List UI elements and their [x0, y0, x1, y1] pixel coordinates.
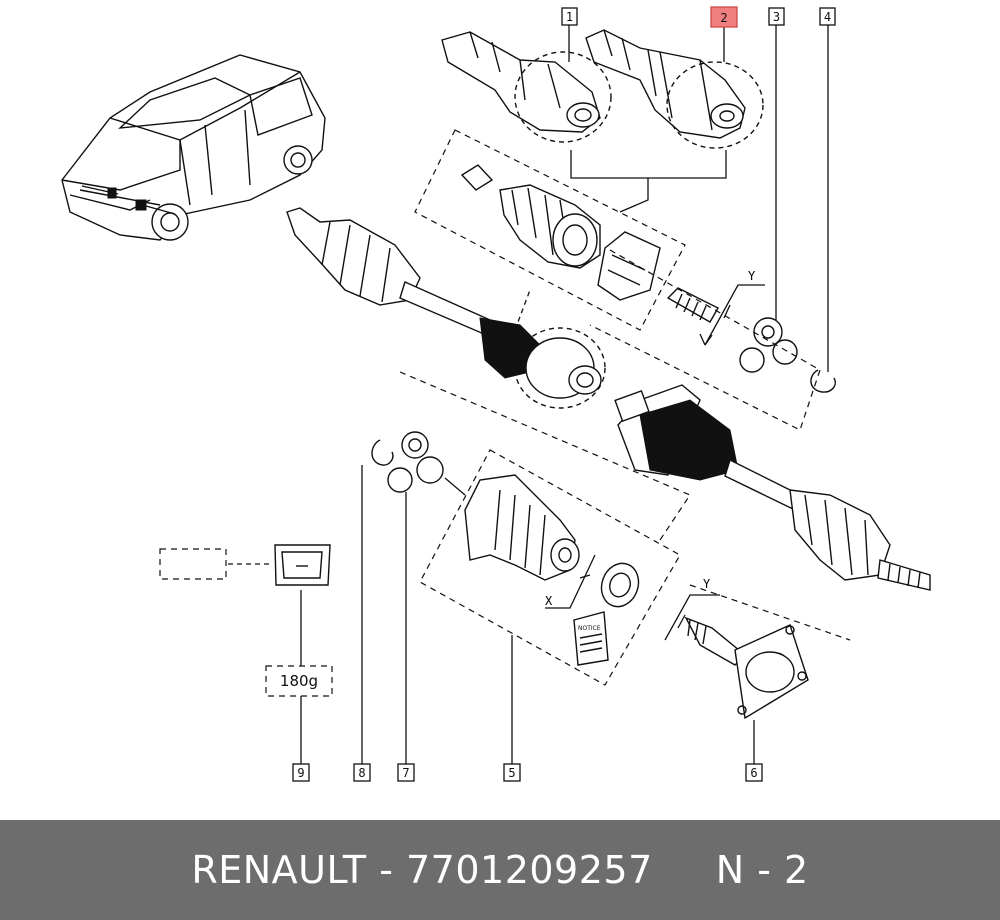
dimension-y-lower: Y	[664, 577, 720, 641]
footer-bar: RENAULT - 7701209257 N - 2	[0, 820, 1000, 920]
footer-separator: -	[366, 848, 406, 892]
bearing	[600, 562, 640, 608]
callout-5-label: 5	[508, 766, 515, 780]
callout-2-label: 2	[720, 11, 727, 25]
callout-4[interactable]: 4	[819, 7, 836, 26]
dimension-y-upper-label: Y	[748, 269, 756, 283]
grease-quantity-label: 180g	[280, 672, 318, 690]
callout-3[interactable]: 3	[768, 7, 785, 26]
callout-2-highlighted[interactable]: 2	[710, 6, 738, 28]
notice-label: NOTICE	[578, 625, 601, 632]
exploded-view-diagram: Y NOTICE X Y	[61, 6, 931, 782]
footer-brand: RENAULT	[191, 848, 367, 892]
callout-6[interactable]: 6	[745, 763, 763, 782]
drive-shaft-lower	[614, 384, 931, 591]
dimension-y-upper: Y	[699, 269, 765, 346]
dashed-box-part-5	[419, 449, 681, 686]
callout-1[interactable]: 1	[561, 7, 578, 26]
exploded-boot-kit	[414, 129, 686, 331]
callout-7-label: 7	[402, 766, 409, 780]
callout-1-label: 1	[566, 10, 573, 24]
car-illustration	[61, 54, 326, 241]
callout-8[interactable]: 8	[353, 763, 371, 782]
circlip-part-4	[810, 369, 836, 393]
dimension-x-label: X	[545, 594, 553, 608]
boot-part-5	[464, 474, 580, 581]
cv-joint-outer-part-1	[441, 31, 612, 143]
boot-kit-part-2	[585, 29, 764, 149]
callout-7[interactable]: 7	[397, 763, 415, 782]
dimension-y-lower-label: Y	[703, 577, 711, 591]
callout-9[interactable]: 9	[292, 763, 310, 782]
callout-3-label: 3	[773, 10, 780, 24]
callout-5[interactable]: 5	[503, 763, 521, 782]
tripod-joint-part-3	[666, 287, 798, 373]
drive-shaft-upper	[286, 207, 606, 409]
dimension-x: X	[545, 554, 596, 609]
grease-sachet-part-9: 180g	[159, 544, 333, 697]
footer-spacer	[653, 848, 716, 892]
notice-leaflet: NOTICE	[573, 611, 609, 666]
dashed-outline-right	[589, 249, 821, 431]
callout-8-label: 8	[358, 766, 365, 780]
leader-kit-bracket	[570, 150, 727, 213]
tripod-part-7	[387, 431, 466, 496]
callout-leaders	[300, 25, 829, 766]
circlip-part-8	[371, 439, 394, 466]
callout-4-label: 4	[824, 10, 831, 24]
flange-part-6	[684, 616, 809, 720]
footer-part-number: 7701209257	[406, 848, 653, 892]
callout-9-label: 9	[297, 766, 304, 780]
footer-position: N - 2	[715, 848, 809, 892]
callout-6-label: 6	[750, 766, 757, 780]
